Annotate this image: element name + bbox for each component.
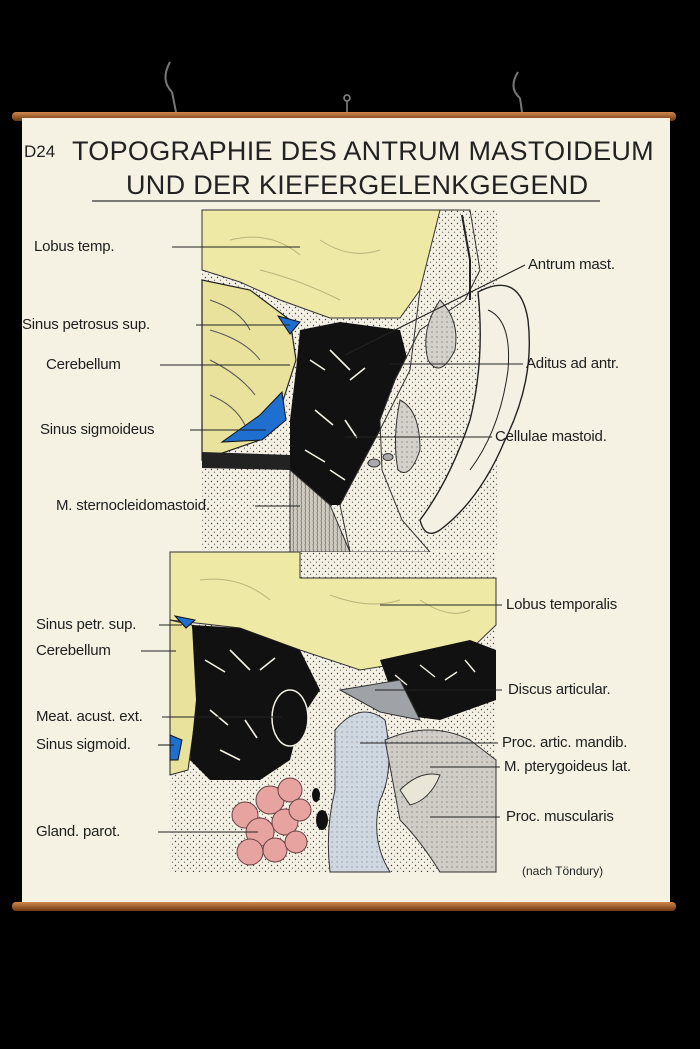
label-meat-acust-ext: Meat. acust. ext. [36,708,143,725]
label-gland-parot: Gland. parot. [36,823,121,840]
title-line-2: UND DER KIEFERGELENKGEGEND [126,170,589,200]
top-wooden-rod [12,112,676,121]
label-sinus-sigmoid: Sinus sigmoid. [36,736,131,753]
label-antrum-mast: Antrum mast. [528,256,615,273]
label-lobus-temporalis: Lobus temporalis [506,596,618,613]
chart-code: D24 [24,142,56,161]
label-cellulae-mastoid: Cellulae mastoid. [495,428,607,445]
title-underline [92,200,600,202]
title-line-1: TOPOGRAPHIE DES ANTRUM MASTOIDEUM [72,136,654,166]
label-cerebellum-upper: Cerebellum [46,356,121,373]
label-sinus-petrosus-sup: Sinus petrosus sup. [22,316,150,333]
label-lobus-temp: Lobus temp. [34,238,115,255]
label-proc-muscularis: Proc. muscularis [506,808,614,825]
label-sinus-petr-sup: Sinus petr. sup. [36,616,137,633]
hanging-cords [164,61,523,113]
label-m-pterygoideus-lat: M. pterygoideus lat. [504,758,631,775]
label-cerebellum-lower: Cerebellum [36,642,111,659]
bottom-wooden-rod [12,902,676,911]
parotid-lobules [231,777,312,866]
label-aditus-ad-antr: Aditus ad antr. [526,355,619,372]
label-sinus-sigmoideus: Sinus sigmoideus [40,421,155,438]
label-discus-articular: Discus articular. [508,681,611,698]
label-proc-artic-mandib: Proc. artic. mandib. [502,734,628,751]
label-m-sternocleidomastoid: M. sternocleidomastoid. [56,497,210,514]
credit-note: (nach Töndury) [522,864,604,878]
